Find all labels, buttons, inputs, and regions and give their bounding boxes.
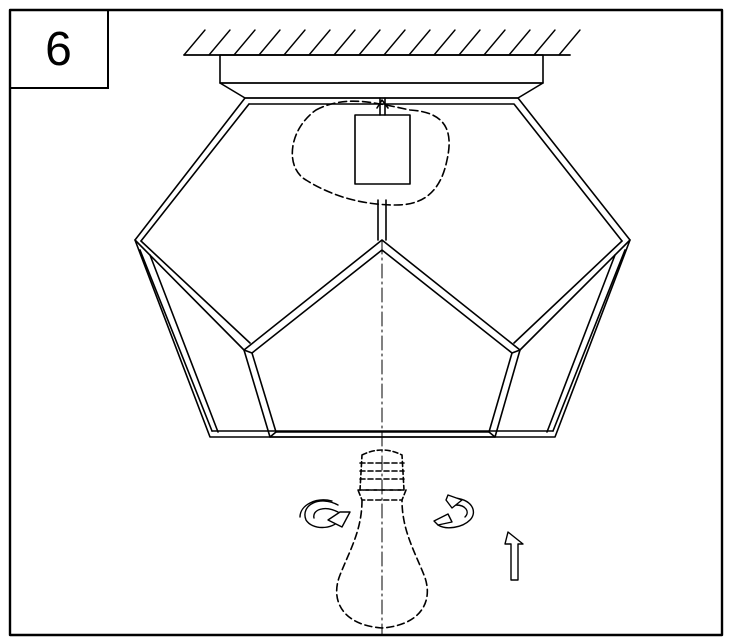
light-bulb bbox=[335, 449, 429, 629]
detail-callout bbox=[291, 100, 450, 206]
outer-frame bbox=[8, 8, 724, 637]
push-up-arrow-icon bbox=[504, 531, 524, 581]
ceiling-hatch bbox=[183, 29, 581, 56]
step-number: 6 bbox=[45, 22, 72, 76]
rotate-arrow-left-icon bbox=[299, 499, 351, 529]
socket-assembly bbox=[291, 97, 450, 241]
step-number-box: 6 bbox=[10, 10, 109, 89]
rotate-arrow-right-icon bbox=[433, 494, 475, 529]
lamp-shade bbox=[134, 97, 631, 438]
ceiling-canopy bbox=[219, 54, 544, 99]
lamp-socket bbox=[354, 114, 411, 185]
